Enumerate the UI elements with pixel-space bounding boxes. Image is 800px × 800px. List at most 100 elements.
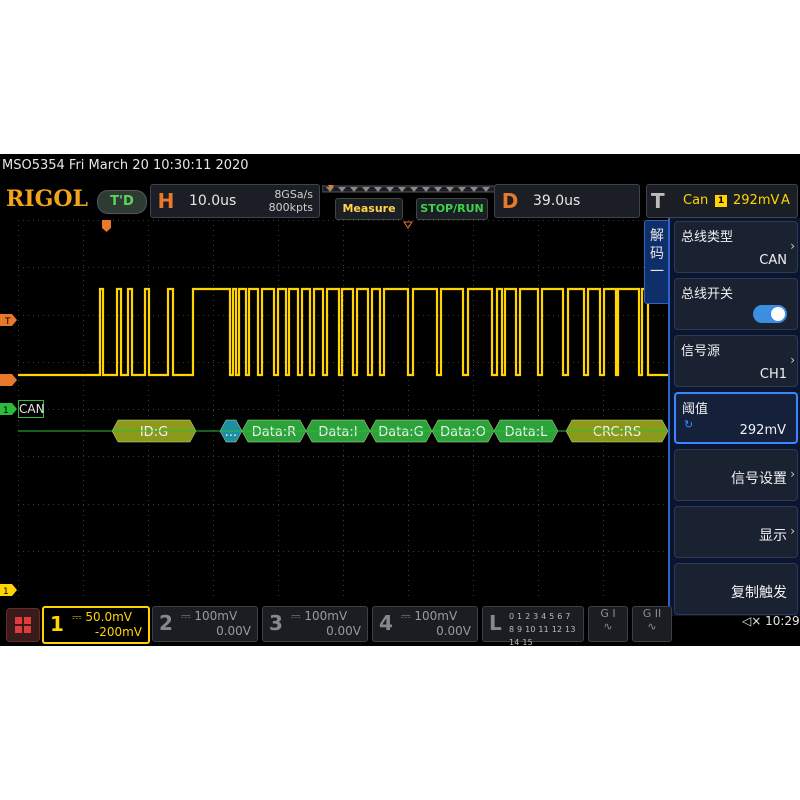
menu-signal-settings[interactable]: 信号设置 › [674,449,798,501]
channel-scale: ⎓ 100mV [181,609,238,623]
clock-text: 10:29 [765,614,800,628]
status-line: MSO5354 Fri March 20 10:30:11 2020 [0,154,800,178]
logic-bits: 0 1 2 3 4 5 6 7 8 9 10 11 12 13 14 15 [509,610,583,646]
oscilloscope-screen: MSO5354 Fri March 20 10:30:11 2020 RIGOL… [0,154,800,646]
decode-frame-label: Data:I [318,425,357,440]
delay-letter: D [501,189,519,213]
tab-char-3: 一 [650,264,664,280]
chevron-right-icon: › [790,353,795,367]
decode-frame-label: Data:L [505,425,548,440]
system-clock[interactable]: ◁× 10:29 [742,614,800,628]
grid-menu-icon [15,617,31,633]
measure-button[interactable]: Measure [335,198,403,220]
trigger-channel-badge: 1 [715,195,727,207]
bus-toggle-switch[interactable] [753,305,787,323]
bottom-bar: 1 ⎓ 50.0mV -200mV 2 ⎓ 100mV 0.00V 3 ⎓ 10… [0,602,800,646]
menu-copy-trigger[interactable]: 复制触发 [674,563,798,615]
signal-settings-label: 信号设置 [731,471,787,487]
home-menu-button[interactable] [6,608,40,642]
chevron-right-icon: › [790,524,795,538]
copy-trigger-label: 复制触发 [731,585,787,601]
trigger-level-marker[interactable]: T [0,314,18,326]
logic-bits-row1: 0 1 2 3 4 5 6 7 [509,612,571,621]
trigger-level: 292mV [733,193,780,208]
channel-offset: -200mV [94,625,142,639]
decode-frame-label: ... [225,425,237,440]
menu-bus-switch[interactable]: 总线开关 [674,278,798,330]
graticule [18,220,668,598]
generator-2-button[interactable]: G II ∿ [632,606,672,642]
bus-switch-label: 总线开关 [681,287,734,302]
threshold-value: 292mV [739,423,786,438]
can-label: CAN [18,400,45,418]
trigger-position-track[interactable] [322,184,496,194]
sine-wave-icon: ∿ [603,620,613,633]
tab-char-2: 码 [650,246,664,262]
gen1-label: G I [600,607,616,620]
stop-run-button[interactable]: STOP/RUN [416,198,488,220]
decode-frame-label: Data:G [378,425,424,440]
delay-marker [403,221,413,229]
menu-threshold[interactable]: 阈值 ↻ 292mV [674,392,798,444]
source-label: 信号源 [681,344,721,359]
logic-bits-row2: 8 9 10 11 12 13 14 15 [509,625,576,646]
bus-type-label: 总线类型 [681,230,734,245]
channel-2-box[interactable]: 2 ⎓ 100mV 0.00V [152,606,258,642]
display-label: 显示 [759,528,787,544]
delay-value: 39.0us [533,193,581,209]
chevron-right-icon: › [790,467,795,481]
rigol-logo: RIGOL [6,186,88,212]
speaker-icon: ◁× [742,614,766,628]
chevron-right-icon: › [790,239,795,253]
decode-channel-marker[interactable]: 1 [0,403,18,415]
status-text: MSO5354 Fri March 20 10:30:11 2020 [2,158,249,173]
channel-scale: ⎓ 100mV [291,609,348,623]
threshold-label: 阈值 [682,402,709,417]
horizontal-timebase-box[interactable]: H 10.0us 8GSa/s 800kpts [150,184,320,218]
sample-rate: 8GSa/s [274,188,313,201]
channel-offset: 0.00V [326,624,361,638]
channel-4-box[interactable]: 4 ⎓ 100mV 0.00V [372,606,478,642]
waveform-grid[interactable]: ID:G... Data:R Data:I Data:G Data:O Data:L CRC… [18,220,668,598]
decode-frame-label: CRC:RS [593,425,641,440]
menu-display[interactable]: 显示 › [674,506,798,558]
top-bar: RIGOL T'D H 10.0us 8GSa/s 800kpts Measur… [0,178,800,220]
timebase-value: 10.0us [189,193,237,209]
tab-char-1: 解 [650,228,664,244]
source-value: CH1 [759,367,787,382]
trigger-letter: T [651,189,665,213]
decode-frame-label: ID:G [140,425,168,440]
bus-type-value: CAN [759,253,787,268]
menu-bus-type[interactable]: 总线类型 CAN › [674,221,798,273]
ch1-waveform [18,287,668,377]
ch1-offset-marker[interactable] [0,374,18,386]
decode-frame-label: Data:O [440,425,486,440]
channel-number: 1 [50,612,64,636]
sine-wave-icon: ∿ [647,620,657,633]
decode-menu-tab[interactable]: 解 码 一 [644,220,670,304]
channel-number: 2 [159,611,173,635]
trigger-status-badge[interactable]: T'D [97,190,147,214]
horizontal-letter: H [157,189,175,213]
trigger-mode: A [781,193,790,208]
channel-1-box[interactable]: 1 ⎓ 50.0mV -200mV [42,606,150,644]
decode-marker-num: 1 [3,406,9,415]
memory-depth: 800kpts [268,201,313,214]
decode-frame-label: Data:R [252,425,296,440]
channel-3-box[interactable]: 3 ⎓ 100mV 0.00V [262,606,368,642]
channel-number: 4 [379,611,393,635]
channel-number: 3 [269,611,283,635]
logic-letter: L [489,611,502,635]
logic-channels-box[interactable]: L 0 1 2 3 4 5 6 7 8 9 10 11 12 13 14 15 [482,606,584,646]
trigger-position-marker[interactable] [102,220,111,232]
generator-1-button[interactable]: G I ∿ [588,606,628,642]
ground-marker-num: 1 [3,587,9,596]
delay-box[interactable]: D 39.0us [494,184,640,218]
decode-menu: 总线类型 CAN › 总线开关 信号源 CH1 › 阈值 ↻ 292mV 信号设… [668,218,800,616]
menu-signal-source[interactable]: 信号源 CH1 › [674,335,798,387]
channel-offset: 0.00V [436,624,471,638]
ground-marker[interactable]: 1 [0,584,18,596]
trigger-source: Can [683,193,709,208]
trigger-box[interactable]: T Can 1 292mV A [646,184,798,218]
sample-rate-info: 8GSa/s 800kpts [269,188,313,214]
